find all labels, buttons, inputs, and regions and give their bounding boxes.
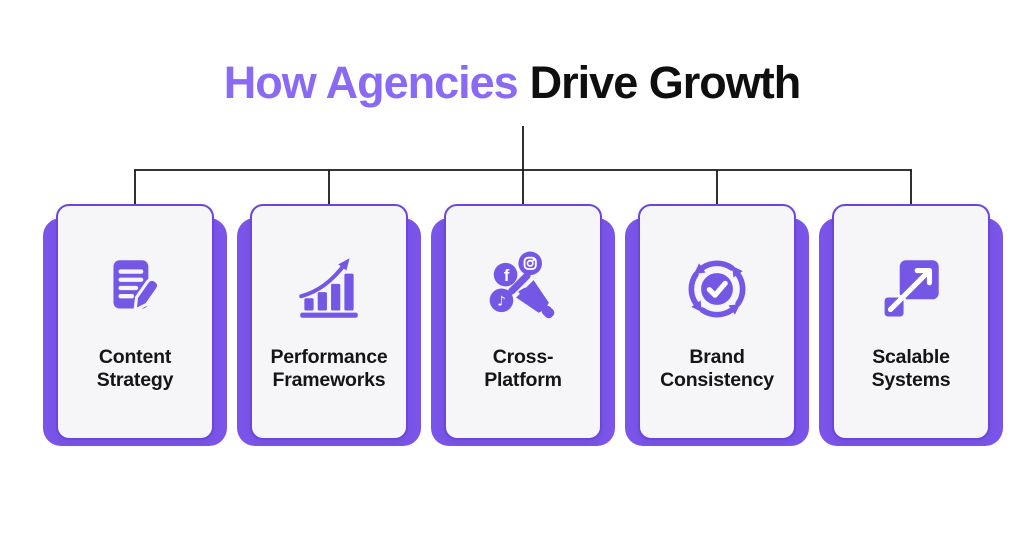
cards-row: Content Strategy	[43, 204, 1003, 446]
card-label: Content Strategy	[96, 346, 174, 392]
title-highlight: How Agencies	[223, 57, 519, 108]
cycle-check-icon	[688, 260, 746, 318]
card-label: Performance Frameworks	[270, 346, 388, 392]
title-rest: Drive Growth	[529, 57, 802, 108]
card-label: Scalable Systems	[871, 346, 951, 392]
card-cross-platform: f ♪ Cross-	[431, 204, 615, 446]
document-pen-icon	[113, 260, 161, 312]
svg-text:f: f	[504, 267, 510, 285]
expand-squares-icon	[882, 260, 939, 320]
bar-chart-growth-icon	[299, 258, 358, 318]
card-scalable-systems: Scalable Systems	[819, 204, 1003, 446]
card-brand-consistency: Brand Consistency	[625, 204, 809, 446]
card-performance-frameworks: Performance Frameworks	[237, 204, 421, 446]
social-megaphone-icon: f ♪	[489, 251, 555, 319]
svg-text:♪: ♪	[497, 294, 506, 309]
card-label: Cross- Platform	[484, 346, 562, 392]
card-content-strategy: Content Strategy	[43, 204, 227, 446]
card-label: Brand Consistency	[660, 346, 774, 392]
